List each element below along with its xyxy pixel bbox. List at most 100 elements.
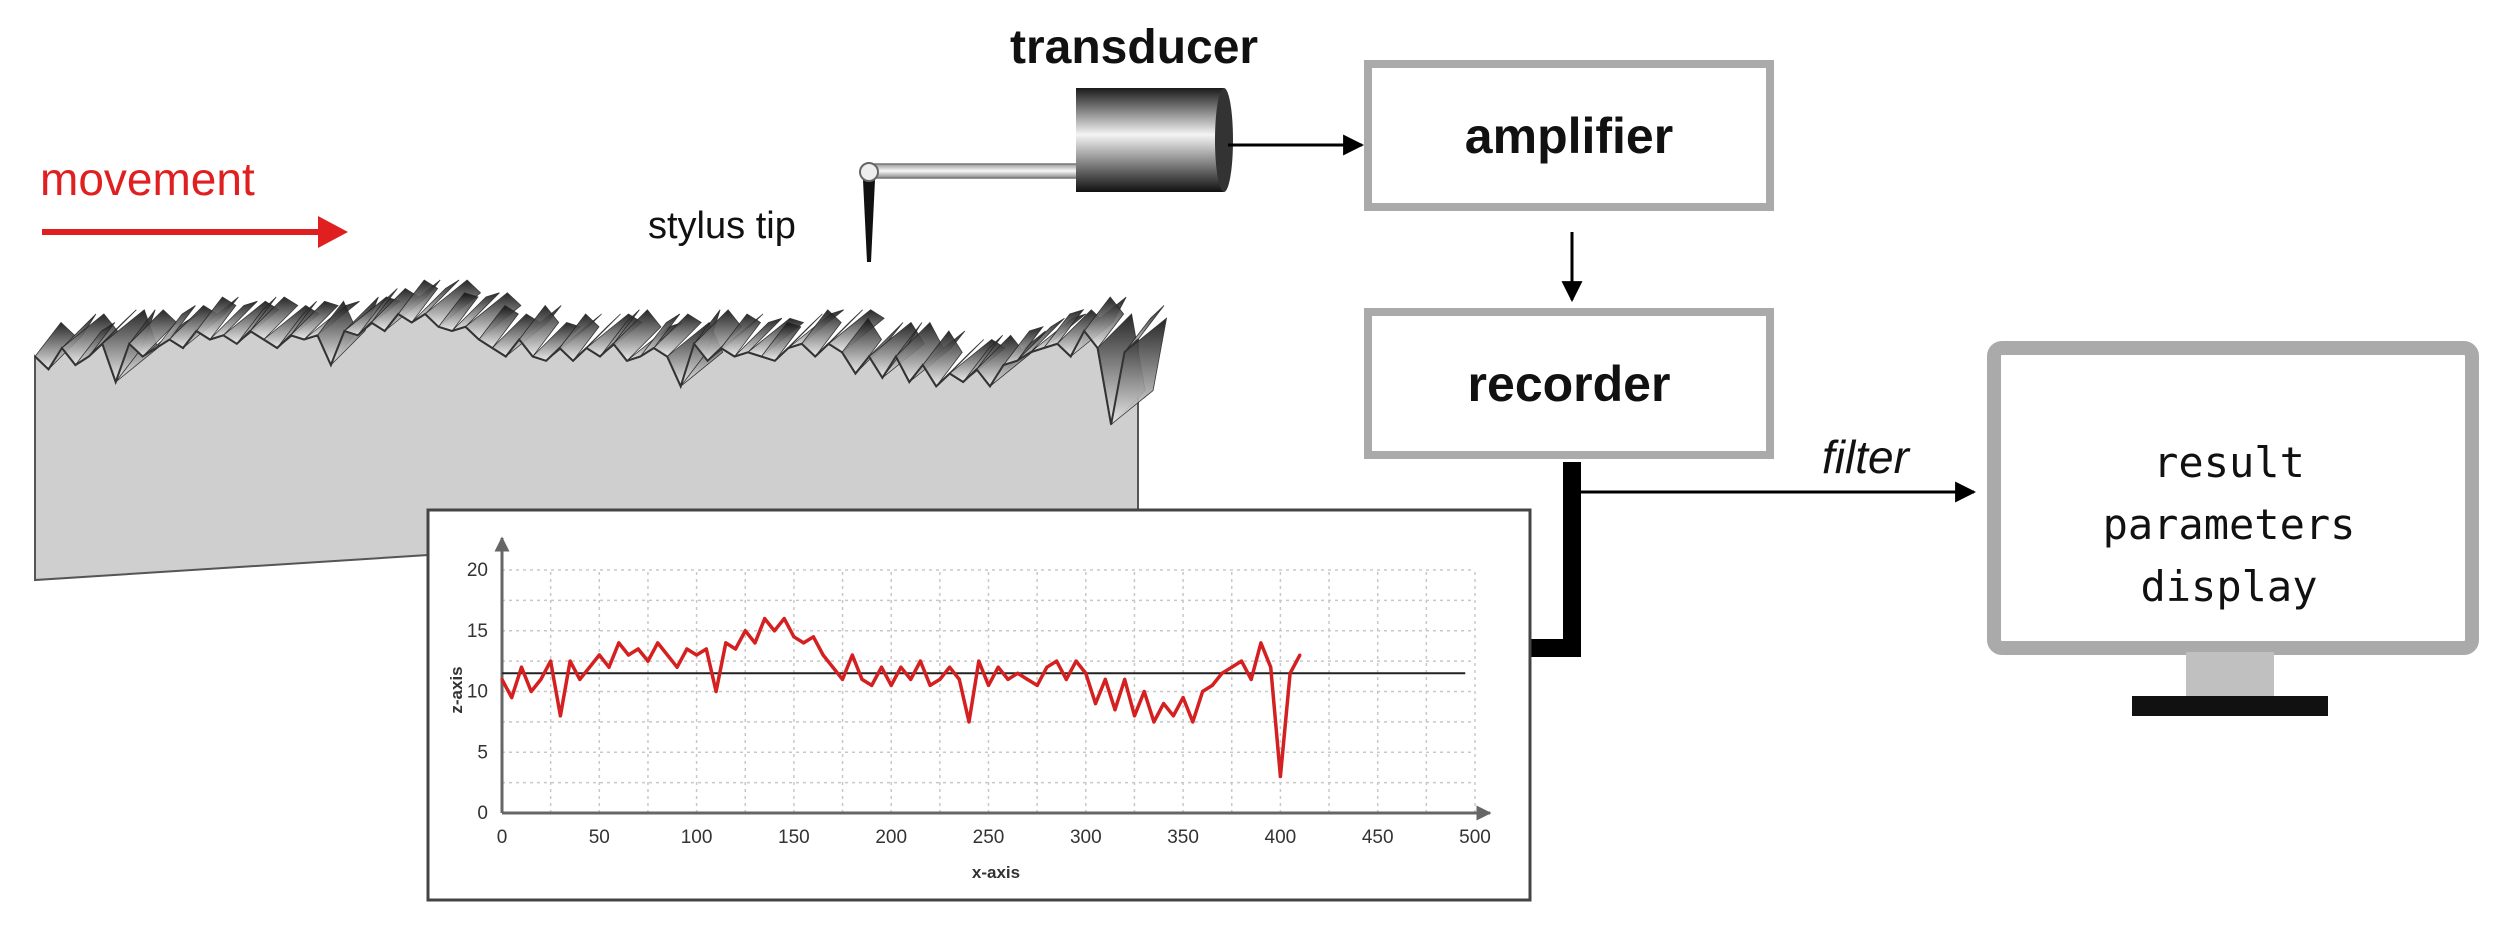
data-point (529, 689, 533, 694)
data-point (1278, 774, 1282, 779)
profile-series-points (500, 617, 1302, 779)
data-point (1142, 689, 1146, 694)
stylus-arm (867, 163, 1079, 179)
monitor-line: display (2140, 562, 2318, 611)
data-point (539, 677, 543, 681)
data-point (1220, 671, 1224, 675)
x-axis-label: x-axis (972, 863, 1020, 882)
data-point (724, 641, 728, 645)
data-point (1239, 659, 1244, 663)
transducer-label: transducer (1010, 21, 1259, 74)
data-point (1288, 671, 1292, 675)
data-point (947, 665, 952, 669)
data-point (909, 677, 913, 681)
x-tick-label: 0 (497, 827, 508, 848)
data-point (743, 629, 747, 633)
data-point (1074, 659, 1078, 663)
data-point (607, 665, 611, 669)
monitor-line: parameters (2102, 500, 2356, 549)
x-tick-label: 200 (875, 827, 907, 848)
data-point (1035, 683, 1039, 688)
data-point (928, 683, 932, 688)
data-point (695, 653, 699, 657)
chart-frame (426, 508, 1532, 902)
y-tick-label: 15 (467, 621, 488, 642)
data-point (802, 641, 806, 645)
data-point (782, 617, 786, 621)
data-point (889, 683, 893, 688)
data-point (967, 720, 971, 724)
x-tick-label: 350 (1167, 827, 1199, 848)
data-point (850, 653, 854, 657)
data-point (636, 647, 640, 651)
data-point (1230, 665, 1234, 669)
recorder-box (1364, 308, 1774, 459)
data-point (763, 617, 767, 621)
data-point (1045, 665, 1049, 669)
data-point (1171, 714, 1175, 718)
data-point (1064, 677, 1068, 681)
data-point (1259, 641, 1263, 645)
data-point (772, 629, 777, 633)
data-point (811, 635, 815, 639)
data-point (714, 689, 718, 694)
surface-profile-edge (34, 312, 1139, 425)
movement-arrowhead (318, 216, 348, 248)
recorder-label: recorder (1467, 355, 1671, 412)
x-tick-label: 500 (1459, 827, 1491, 848)
monitor-base (2132, 696, 2328, 716)
data-point (996, 665, 1000, 669)
data-point (519, 665, 524, 669)
data-point (1191, 720, 1195, 724)
x-tick-label: 100 (681, 827, 713, 848)
y-tick-label: 5 (477, 742, 488, 763)
chart-grid (502, 569, 1476, 813)
monitor-screen (1987, 341, 2479, 655)
monitor-line: result (2153, 438, 2305, 487)
x-tick-label: 250 (973, 827, 1005, 848)
data-point (938, 677, 942, 681)
data-point (587, 665, 592, 669)
data-point (1200, 689, 1205, 694)
data-point (977, 659, 981, 663)
data-point (500, 677, 504, 681)
data-point (656, 641, 660, 645)
data-point (1113, 708, 1117, 712)
amplifier-label: amplifier (1464, 107, 1674, 164)
data-point (568, 659, 572, 663)
data-point (918, 659, 922, 663)
y-axis-label: z-axis (447, 666, 466, 713)
data-point (1006, 677, 1010, 681)
data-point (578, 677, 582, 681)
data-point (860, 677, 864, 681)
data-point (1093, 702, 1098, 706)
x-tick-label: 300 (1070, 827, 1102, 848)
surface-peaks (34, 279, 1168, 426)
display-monitor (1987, 341, 2479, 716)
stylus-tip-shaft (863, 180, 875, 262)
x-tick-label: 50 (589, 827, 610, 848)
data-point (831, 665, 835, 669)
data-point (1210, 683, 1214, 688)
data-point (840, 677, 845, 681)
data-point (1162, 702, 1166, 706)
data-point (1152, 720, 1156, 724)
monitor-text: result parameters display (2000, 405, 2458, 645)
data-point (1025, 677, 1030, 681)
data-point (870, 683, 874, 688)
data-point (1016, 671, 1020, 675)
data-point (753, 641, 757, 645)
monitor-neck (2186, 652, 2274, 696)
y-tick-label: 10 (467, 682, 488, 703)
data-point (646, 659, 650, 663)
movement-label: movement (40, 153, 255, 205)
y-tick-label: 20 (467, 560, 488, 581)
transducer-cylinder (1076, 88, 1233, 192)
data-point (597, 653, 601, 657)
data-point (685, 647, 689, 651)
data-point (617, 641, 621, 645)
data-point (1249, 677, 1253, 681)
data-point (792, 635, 796, 639)
